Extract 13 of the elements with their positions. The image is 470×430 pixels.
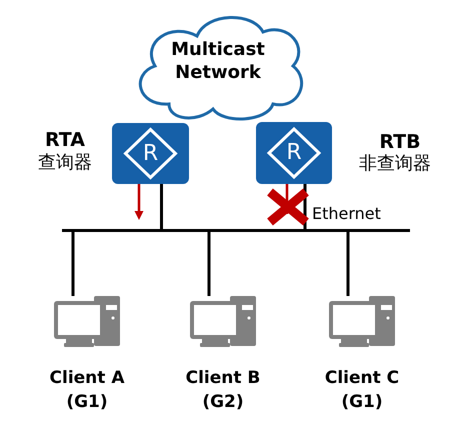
connector-line (160, 184, 163, 229)
router-name: RTA (44, 128, 86, 152)
connector-line (72, 232, 74, 296)
network-label: Ethernet (312, 203, 382, 225)
router-role: 非查询器 (358, 152, 432, 176)
router-role: 查询器 (37, 151, 93, 175)
client-label: Client C (G1) (324, 367, 400, 414)
client-label: Client A (G1) (48, 367, 126, 414)
client-label: Client B (G2) (184, 367, 262, 414)
connector-line (346, 232, 350, 296)
router-name: RTB (378, 130, 422, 154)
connector-line (304, 184, 306, 229)
connector-line (208, 232, 210, 296)
